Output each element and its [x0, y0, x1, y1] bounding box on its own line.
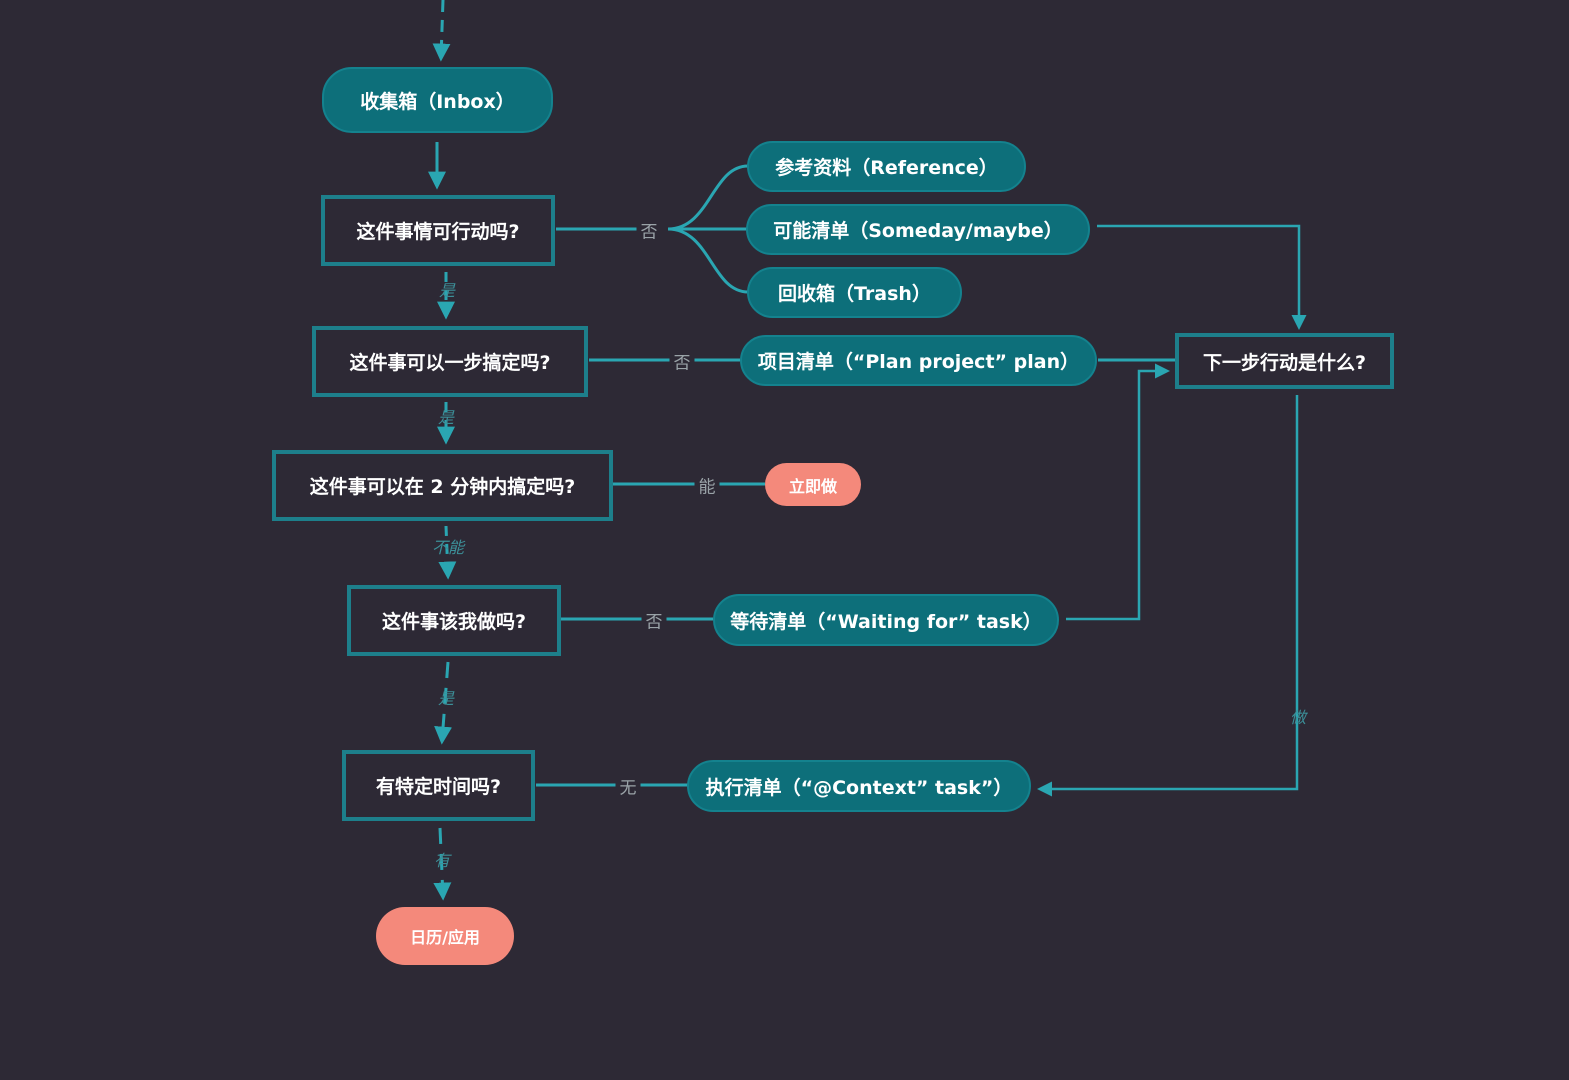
inbox-node[interactable]: 收集箱（Inbox）	[322, 67, 553, 133]
trash-node[interactable]: 回收箱（Trash）	[747, 267, 962, 318]
someday-node[interactable]: 可能清单（Someday/maybe）	[746, 204, 1090, 255]
calendar-node[interactable]: 日历/应用	[376, 907, 514, 965]
label-should-yes: 是	[437, 689, 455, 708]
label-actionable-yes: 是	[438, 281, 456, 300]
edge-two-min-cannot	[438, 525, 457, 580]
context-node[interactable]: 执行清单（“@Context” task”）	[687, 760, 1031, 812]
project-node[interactable]: 项目清单（“Plan project” plan）	[740, 335, 1097, 386]
reference-node[interactable]: 参考资料（Reference）	[747, 141, 1026, 192]
edge-entry	[432, 0, 451, 62]
edge-to-reference	[667, 164, 749, 231]
label-should-no: 否	[641, 607, 667, 633]
edge-should-yes	[434, 661, 453, 745]
two-minutes-decision[interactable]: 这件事可以在 2 分钟内搞定吗?	[272, 450, 613, 521]
label-two-min-can: 能	[694, 472, 720, 498]
label-one-step-yes: 是	[437, 408, 455, 427]
edge-time-has	[433, 827, 452, 901]
label-two-min-cannot: 不能	[431, 538, 465, 557]
label-next-do: 做	[1289, 708, 1307, 727]
do-now-node[interactable]: 立即做	[765, 463, 861, 506]
label-actionable-no: 否	[636, 217, 662, 243]
waiting-node[interactable]: 等待清单（“Waiting for” task）	[713, 594, 1059, 646]
label-time-none: 无	[615, 773, 641, 799]
actionable-decision[interactable]: 这件事情可行动吗?	[321, 195, 555, 266]
next-action-decision[interactable]: 下一步行动是什么?	[1175, 333, 1394, 389]
edge-to-trash	[667, 227, 749, 294]
label-time-has: 有	[433, 851, 451, 870]
edge-someday-next	[1097, 224, 1307, 330]
edge-next-do	[1037, 395, 1299, 797]
should-i-decision[interactable]: 这件事该我做吗?	[347, 585, 561, 656]
one-step-decision[interactable]: 这件事可以一步搞定吗?	[312, 326, 588, 397]
specific-time-decision[interactable]: 有特定时间吗?	[342, 750, 535, 821]
label-one-step-no: 否	[669, 348, 695, 374]
edge-waiting-next	[1066, 363, 1170, 621]
